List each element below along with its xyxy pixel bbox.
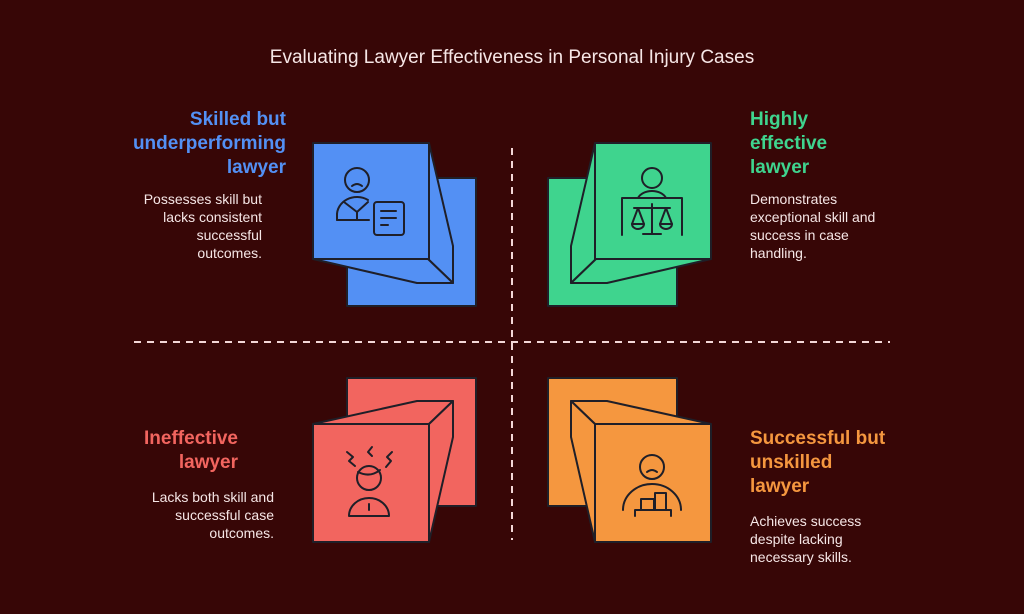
title-line: lawyer — [226, 157, 286, 178]
description-line: Achieves success — [750, 513, 862, 529]
box-top-right — [547, 142, 712, 307]
description-line: Possesses skill but — [143, 191, 262, 207]
title-line: Skilled but — [189, 109, 286, 130]
box-front-panel — [594, 142, 712, 260]
description-line: outcomes. — [209, 525, 274, 541]
box-bottom-left — [312, 377, 477, 543]
description-line: lacks consistent — [163, 209, 262, 225]
box-front-panel — [594, 423, 712, 543]
title-line: lawyer — [750, 476, 810, 497]
person-with-bar-chart-icon — [622, 454, 682, 517]
quadrant-title-top-left: Skilled but underperforming lawyer — [100, 108, 286, 180]
quadrant-title-bottom-left: Ineffective lawyer — [100, 427, 238, 475]
diagram-title: Evaluating Lawyer Effectiveness in Perso… — [269, 47, 755, 68]
description-line: exceptional skill and — [750, 209, 876, 225]
description-line: Lacks both skill and — [151, 489, 274, 505]
description-line: successful case — [175, 507, 274, 523]
title-line: unskilled — [750, 452, 833, 473]
quadrant-description-bottom-right: Achieves success despite lacking necessa… — [750, 512, 950, 566]
box-bottom-right — [547, 377, 712, 543]
quadrant-description-top-left: Possesses skill but lacks consistent suc… — [100, 190, 262, 262]
description-line: outcomes. — [197, 245, 262, 261]
description-line: success in case — [750, 227, 849, 243]
quadrant-title-bottom-right: Successful but unskilled lawyer — [750, 427, 950, 499]
person-with-scales-icon — [621, 167, 683, 236]
title-line: Successful but — [750, 428, 886, 449]
quadrant-title-top-right: Highly effective lawyer — [750, 108, 950, 180]
description-line: handling. — [750, 245, 807, 261]
description-line: necessary skills. — [750, 549, 852, 565]
frustrated-person-icon — [346, 446, 393, 517]
description-line: despite lacking — [750, 531, 843, 547]
title-line: effective — [750, 133, 828, 154]
title-line: lawyer — [750, 157, 810, 178]
title-line: lawyer — [178, 452, 238, 473]
box-top-left — [312, 142, 477, 307]
title-line: underperforming — [132, 133, 286, 154]
description-line: Demonstrates — [750, 191, 838, 207]
quadrant-description-bottom-left: Lacks both skill and successful case out… — [100, 488, 274, 542]
title-line: Ineffective — [144, 428, 238, 449]
box-front-panel — [312, 142, 430, 260]
title-line: Highly — [750, 109, 809, 130]
description-line: successful — [196, 227, 262, 243]
box-front-panel — [312, 423, 430, 543]
quadrant-description-top-right: Demonstrates exceptional skill and succe… — [750, 190, 950, 262]
person-with-document-icon — [335, 167, 405, 236]
